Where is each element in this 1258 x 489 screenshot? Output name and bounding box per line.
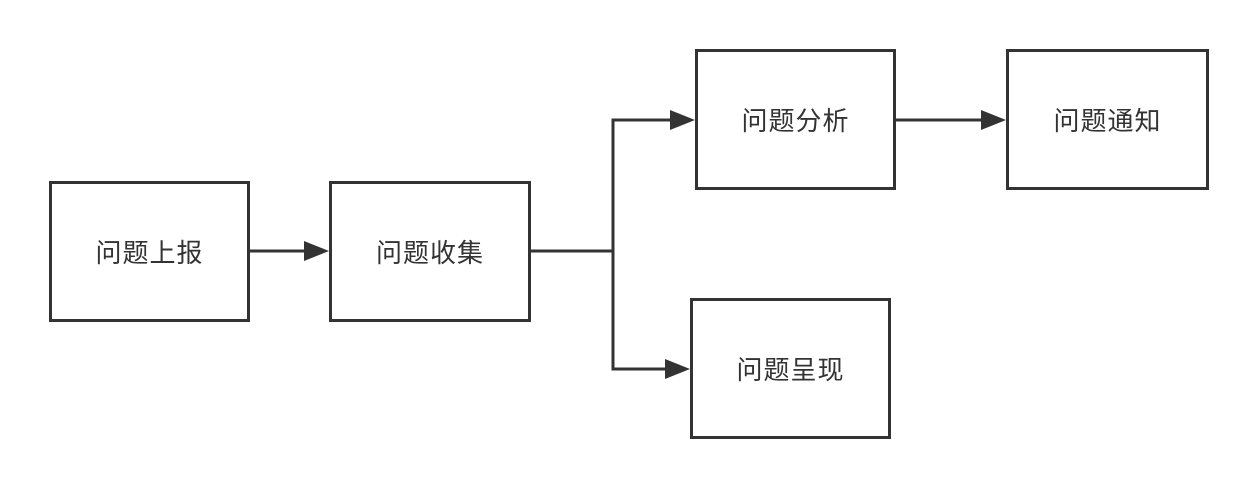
node-problem-analyze: 问题分析 — [695, 49, 896, 190]
arrowhead-collect-to-present — [665, 359, 690, 379]
node-problem-report: 问题上报 — [49, 181, 250, 322]
node-label: 问题收集 — [375, 239, 484, 269]
node-problem-collect: 问题收集 — [329, 181, 531, 322]
node-label: 问题分析 — [741, 107, 850, 137]
arrowhead-report-to-collect — [304, 241, 329, 261]
node-label: 问题上报 — [95, 239, 204, 269]
node-label: 问题呈现 — [736, 356, 845, 386]
arrowhead-analyze-to-notify — [981, 110, 1006, 130]
node-problem-present: 问题呈现 — [690, 298, 891, 439]
node-problem-notify: 问题通知 — [1006, 49, 1209, 190]
edge-collect-to-present — [611, 251, 667, 371]
edge-collect-to-analyze — [531, 118, 672, 253]
arrowhead-collect-to-analyze — [670, 110, 695, 130]
node-label: 问题通知 — [1053, 107, 1162, 137]
